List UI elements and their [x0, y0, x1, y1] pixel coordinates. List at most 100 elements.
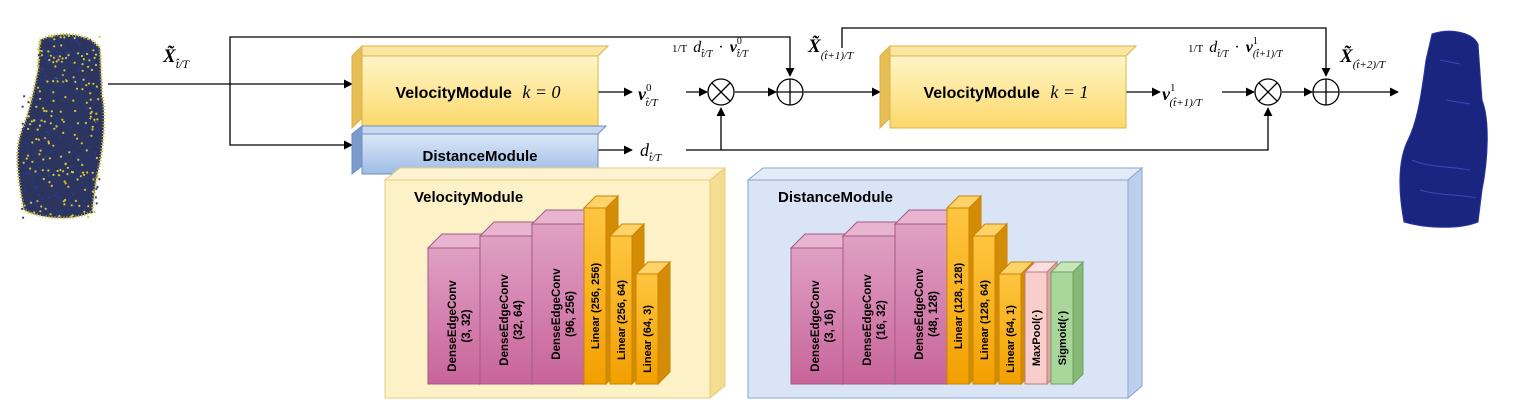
point — [85, 84, 88, 87]
point — [42, 177, 45, 181]
point — [83, 52, 86, 55]
point — [92, 178, 95, 181]
point — [31, 153, 34, 156]
point — [22, 172, 25, 175]
point — [29, 123, 32, 126]
point — [37, 194, 41, 197]
point — [73, 133, 76, 136]
point — [39, 41, 42, 44]
point — [40, 148, 44, 151]
point — [75, 176, 78, 180]
layer-label: Sigmoid(·) — [1057, 310, 1069, 365]
point — [86, 171, 89, 174]
distance-label: DistanceModule — [422, 148, 537, 165]
point — [44, 57, 47, 60]
point — [89, 112, 92, 115]
point — [98, 127, 101, 130]
point — [88, 155, 91, 158]
layer-front — [972, 235, 996, 385]
point — [56, 213, 60, 216]
point — [80, 54, 84, 58]
point — [90, 211, 93, 214]
point — [40, 79, 43, 82]
point — [57, 174, 61, 177]
point — [83, 199, 86, 202]
point — [30, 201, 33, 204]
point — [94, 63, 98, 67]
layer-side — [657, 260, 671, 386]
layer-label: DenseEdgeConv(48, 128) — [914, 268, 940, 360]
point — [81, 175, 84, 178]
layer-front — [583, 207, 607, 385]
point — [77, 155, 81, 158]
point — [49, 213, 52, 216]
svg-text:VelocityModule k = 0: VelocityModule k = 0 — [395, 82, 560, 102]
layer-label: Linear (64, 1) — [1005, 305, 1017, 373]
point — [59, 85, 62, 88]
point — [92, 44, 95, 47]
point — [46, 54, 50, 57]
point — [21, 207, 24, 210]
point — [95, 85, 98, 88]
point — [49, 129, 52, 132]
point — [90, 68, 93, 72]
point — [91, 53, 95, 56]
point — [71, 193, 75, 196]
point — [91, 128, 94, 131]
point — [36, 98, 39, 101]
point — [67, 54, 70, 57]
point — [70, 165, 73, 168]
point — [48, 181, 51, 184]
point — [96, 79, 99, 82]
point — [83, 126, 86, 129]
point — [25, 157, 28, 160]
point — [70, 40, 73, 43]
point — [55, 116, 58, 120]
point — [68, 209, 71, 213]
point — [93, 59, 96, 62]
point — [67, 174, 70, 177]
point — [46, 134, 49, 137]
point — [34, 170, 37, 173]
point — [41, 198, 44, 201]
point — [89, 115, 92, 118]
point — [75, 91, 78, 94]
point — [31, 160, 34, 163]
point — [36, 201, 39, 204]
point — [27, 101, 30, 104]
point — [31, 141, 34, 144]
point — [64, 96, 67, 99]
point — [81, 69, 84, 72]
point — [75, 35, 79, 38]
point — [27, 127, 30, 130]
point — [46, 80, 49, 83]
point — [48, 157, 52, 160]
point — [56, 69, 59, 72]
point — [50, 39, 53, 42]
point — [38, 118, 42, 121]
point — [72, 99, 75, 102]
point — [87, 37, 90, 41]
point — [23, 204, 26, 207]
point — [68, 151, 71, 154]
point — [28, 172, 31, 175]
point — [63, 180, 66, 183]
point — [52, 173, 55, 176]
point — [21, 122, 24, 125]
layer-label: Linear (256, 256) — [590, 263, 602, 350]
point — [94, 196, 97, 199]
point — [88, 145, 92, 149]
layer-label: Linear (128, 64) — [979, 280, 991, 360]
velocity-module-0: VelocityModule k = 0 — [350, 44, 610, 130]
point — [53, 45, 56, 48]
point — [26, 142, 29, 145]
layer-block: Linear (64, 3) — [634, 260, 672, 386]
point — [59, 110, 62, 113]
point — [96, 175, 99, 179]
point — [23, 95, 26, 98]
point — [64, 182, 67, 185]
point — [49, 88, 53, 91]
